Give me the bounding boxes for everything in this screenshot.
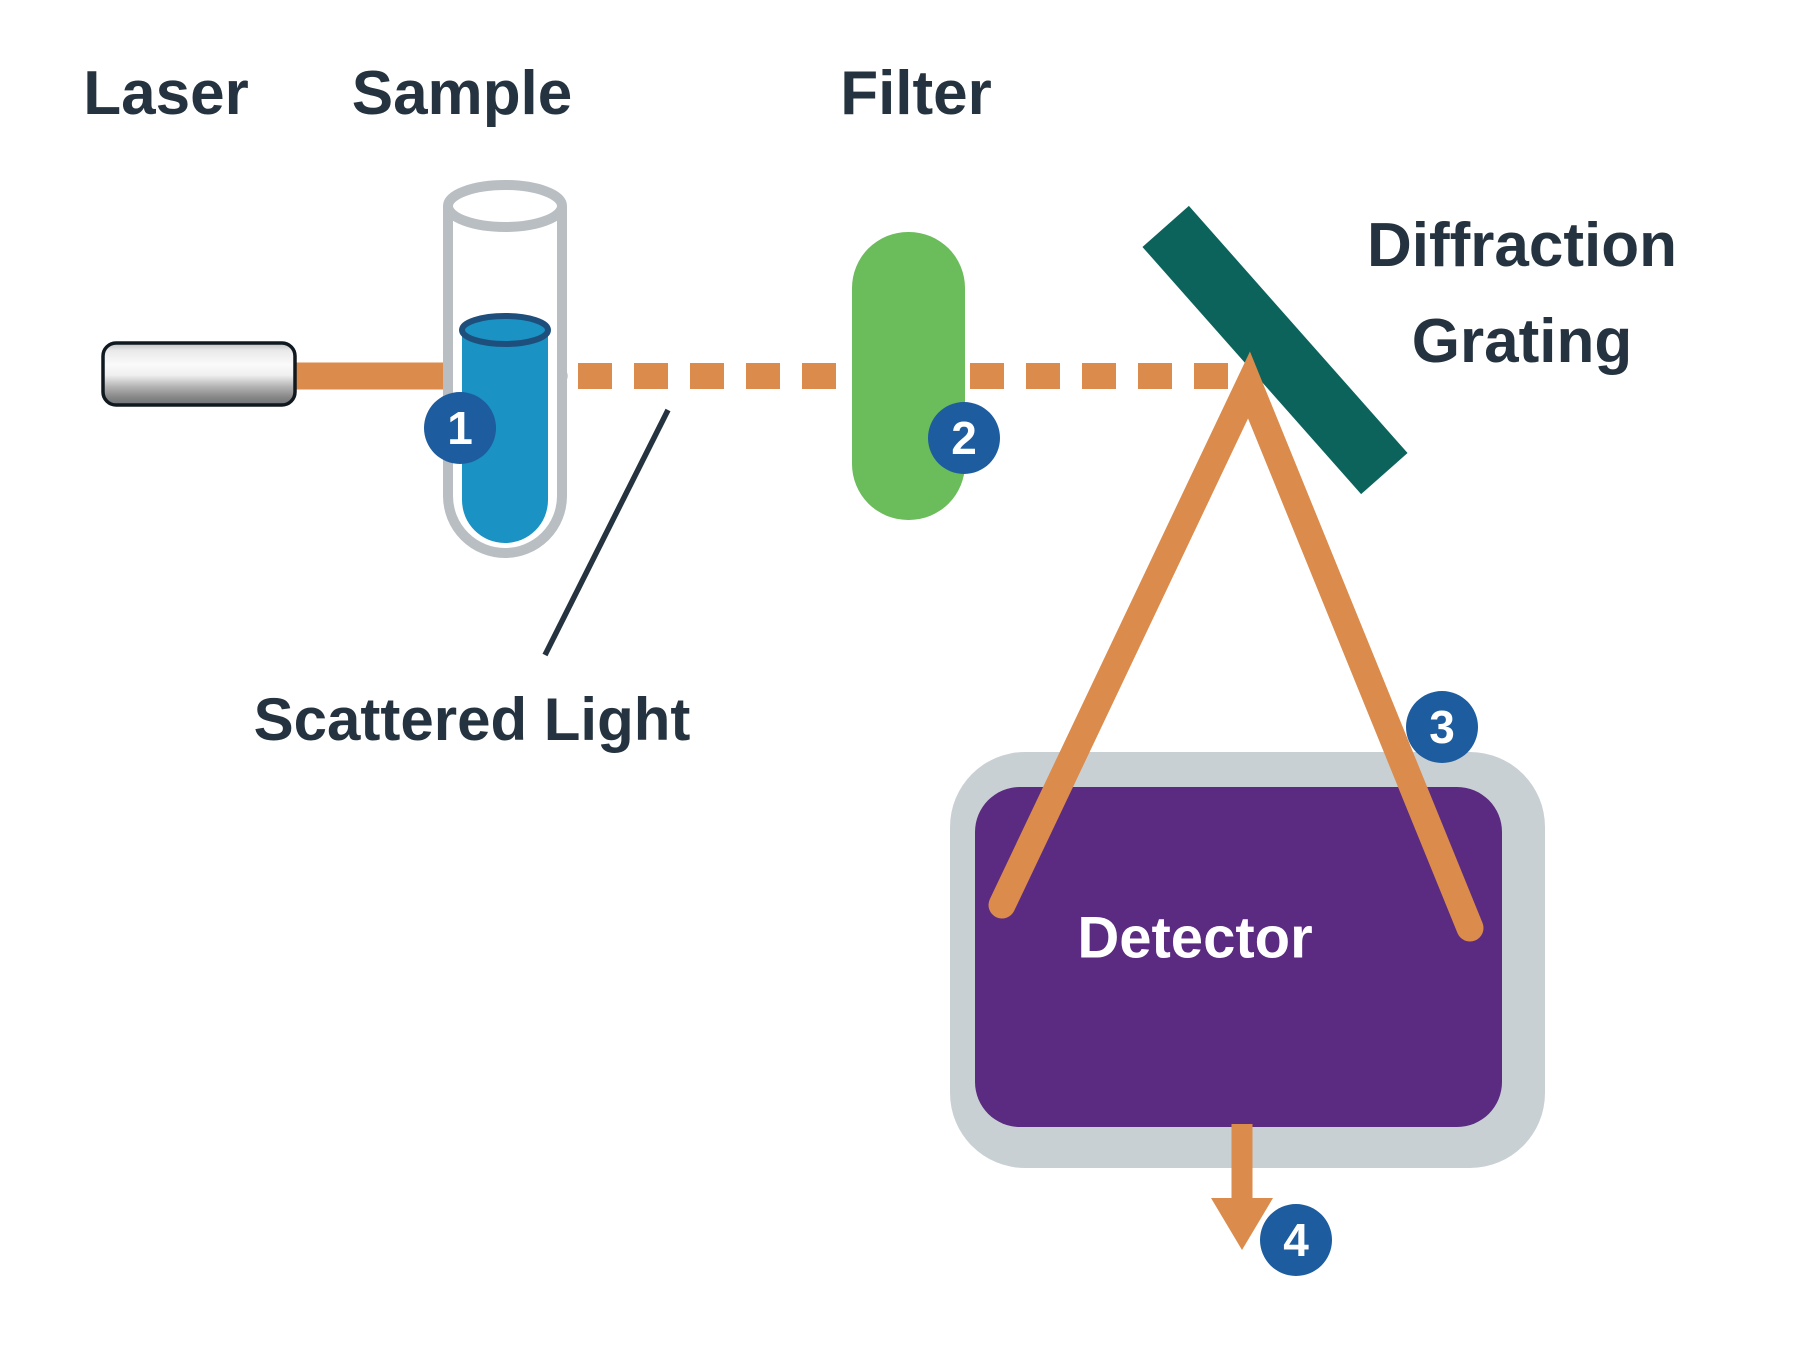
laser-device xyxy=(101,341,297,407)
step-badge-4: 4 xyxy=(1260,1204,1332,1276)
step-number-3: 3 xyxy=(1429,701,1455,753)
step-badge-1: 1 xyxy=(424,392,496,464)
sample-liquid-surface xyxy=(459,313,551,347)
detector-output-arrow-head xyxy=(1211,1198,1273,1250)
filter-element xyxy=(852,232,965,520)
step-badge-3: 3 xyxy=(1406,691,1478,763)
sample-liquid xyxy=(462,330,548,543)
step-number-4: 4 xyxy=(1283,1214,1309,1266)
diffraction-grating-bar xyxy=(1142,205,1408,495)
step-badge-2: 2 xyxy=(928,402,1000,474)
test-tube-mouth xyxy=(443,180,567,232)
detector-label: Detector xyxy=(1077,905,1313,971)
sample-label: Sample xyxy=(351,59,573,128)
laser-label: Laser xyxy=(83,59,249,128)
step-number-1: 1 xyxy=(447,402,473,454)
diffracted-beams xyxy=(988,351,1484,942)
scattered-light-pointer-line xyxy=(542,408,671,657)
detector-output-arrow-shaft xyxy=(1231,1124,1253,1200)
step-number-2: 2 xyxy=(951,412,977,464)
filter-label: Filter xyxy=(840,59,992,128)
diffraction-grating-label: Diffraction Grating xyxy=(1367,211,1677,377)
scattered-light-label: Scattered Light xyxy=(253,686,691,753)
detector-body xyxy=(975,787,1502,1127)
